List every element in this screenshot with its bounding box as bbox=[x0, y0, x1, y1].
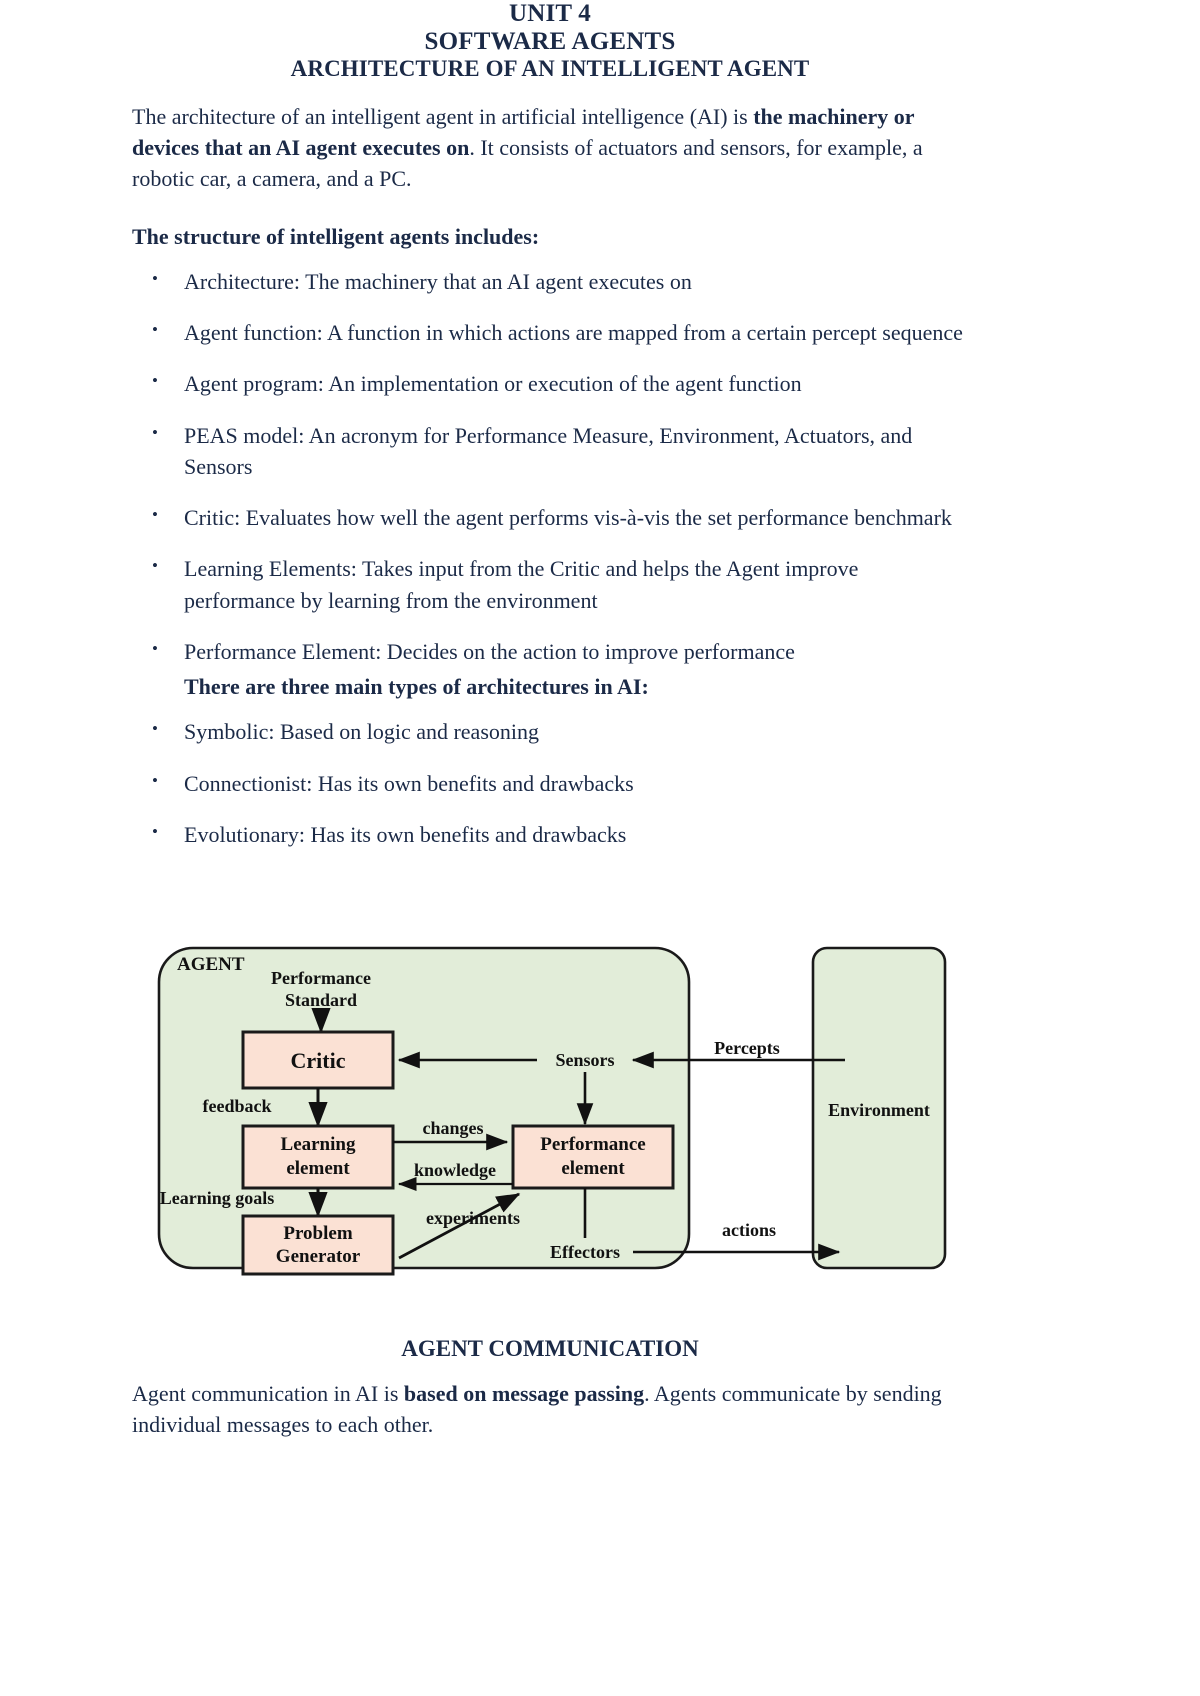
feedback-label: feedback bbox=[203, 1096, 272, 1116]
intro-text-part1: The architecture of an intelligent agent… bbox=[132, 104, 754, 129]
list-item: Agent function: A function in which acti… bbox=[132, 316, 968, 348]
environment-label: Environment bbox=[828, 1100, 930, 1120]
list-item: Performance Element: Decides on the acti… bbox=[132, 635, 968, 702]
performance-standard-label-line2: Standard bbox=[285, 990, 357, 1010]
learning-goals-label: Learning goals bbox=[160, 1188, 275, 1208]
structure-bullet-list: Architecture: The machinery that an AI a… bbox=[132, 265, 968, 702]
intro-paragraph: The architecture of an intelligent agent… bbox=[132, 101, 968, 195]
critic-label: Critic bbox=[291, 1048, 346, 1073]
intro-text-bold: the machinery or devices that an AI agen… bbox=[132, 104, 915, 161]
problem-generator-label-line1: Problem bbox=[283, 1223, 352, 1244]
list-item: Critic: Evaluates how well the agent per… bbox=[132, 501, 968, 533]
types-lead: There are three main types of architectu… bbox=[184, 674, 649, 700]
actions-label: actions bbox=[722, 1220, 776, 1240]
list-item: Agent program: An implementation or exec… bbox=[132, 367, 968, 399]
unit-title: UNIT 4 bbox=[508, 0, 591, 27]
document-body: UNIT 4 SOFTWARE AGENTS ARCHITECTURE OF A… bbox=[132, 0, 968, 850]
learning-element-label-line1: Learning bbox=[281, 1134, 356, 1155]
list-item: Connectionist: Has its own benefits and … bbox=[132, 767, 968, 799]
environment-container bbox=[811, 946, 947, 1270]
list-item: Evolutionary: Has its own benefits and d… bbox=[132, 818, 968, 850]
structure-lead: The structure of intelligent agents incl… bbox=[132, 223, 540, 249]
effectors-label: Effectors bbox=[550, 1242, 620, 1262]
learning-element-box bbox=[241, 1124, 395, 1190]
types-bullet-list: Symbolic: Based on logic and reasoning C… bbox=[132, 715, 968, 850]
arrow-problem-to-performance bbox=[398, 1192, 521, 1260]
percepts-label: Percepts bbox=[714, 1038, 780, 1058]
section-heading-architecture: ARCHITECTURE OF AN INTELLIGENT AGENT bbox=[290, 56, 810, 81]
learning-element-label-line2: element bbox=[286, 1158, 350, 1179]
list-item: Symbolic: Based on logic and reasoning bbox=[132, 715, 968, 747]
performance-standard-label-line1: Performance bbox=[271, 968, 371, 988]
list-item-text: Performance Element: Decides on the acti… bbox=[184, 638, 795, 664]
problem-generator-label-line2: Generator bbox=[276, 1246, 361, 1267]
list-item: PEAS model: An acronym for Performance M… bbox=[132, 419, 968, 482]
performance-element-label-line2: element bbox=[561, 1158, 625, 1179]
changes-label: changes bbox=[422, 1118, 483, 1138]
bottom-text-part1: Agent communication in AI is bbox=[132, 1381, 404, 1406]
bottom-text-part2: . Agents communicate by sending individu… bbox=[132, 1381, 942, 1438]
performance-element-label-line1: Performance bbox=[540, 1134, 646, 1155]
learning-agent-diagram: AGENT Environment Performance Standard C… bbox=[133, 936, 1067, 1296]
knowledge-label: knowledge bbox=[414, 1160, 496, 1180]
performance-element-box bbox=[511, 1124, 675, 1190]
sensors-label: Sensors bbox=[555, 1050, 614, 1070]
agent-communication-paragraph: Agent communication in AI is based on me… bbox=[132, 1378, 968, 1440]
list-item: Learning Elements: Takes input from the … bbox=[132, 552, 968, 615]
bottom-text-bold: based on message passing bbox=[403, 1381, 645, 1406]
list-item: Architecture: The machinery that an AI a… bbox=[132, 265, 968, 297]
problem-generator-box bbox=[241, 1214, 395, 1276]
subject-title: SOFTWARE AGENTS bbox=[424, 28, 676, 55]
section-heading-agent-communication: AGENT COMMUNICATION bbox=[401, 1336, 699, 1361]
intro-text-part2: . It consists of actuators and sensors, … bbox=[132, 135, 923, 192]
agent-label: AGENT bbox=[177, 954, 245, 975]
